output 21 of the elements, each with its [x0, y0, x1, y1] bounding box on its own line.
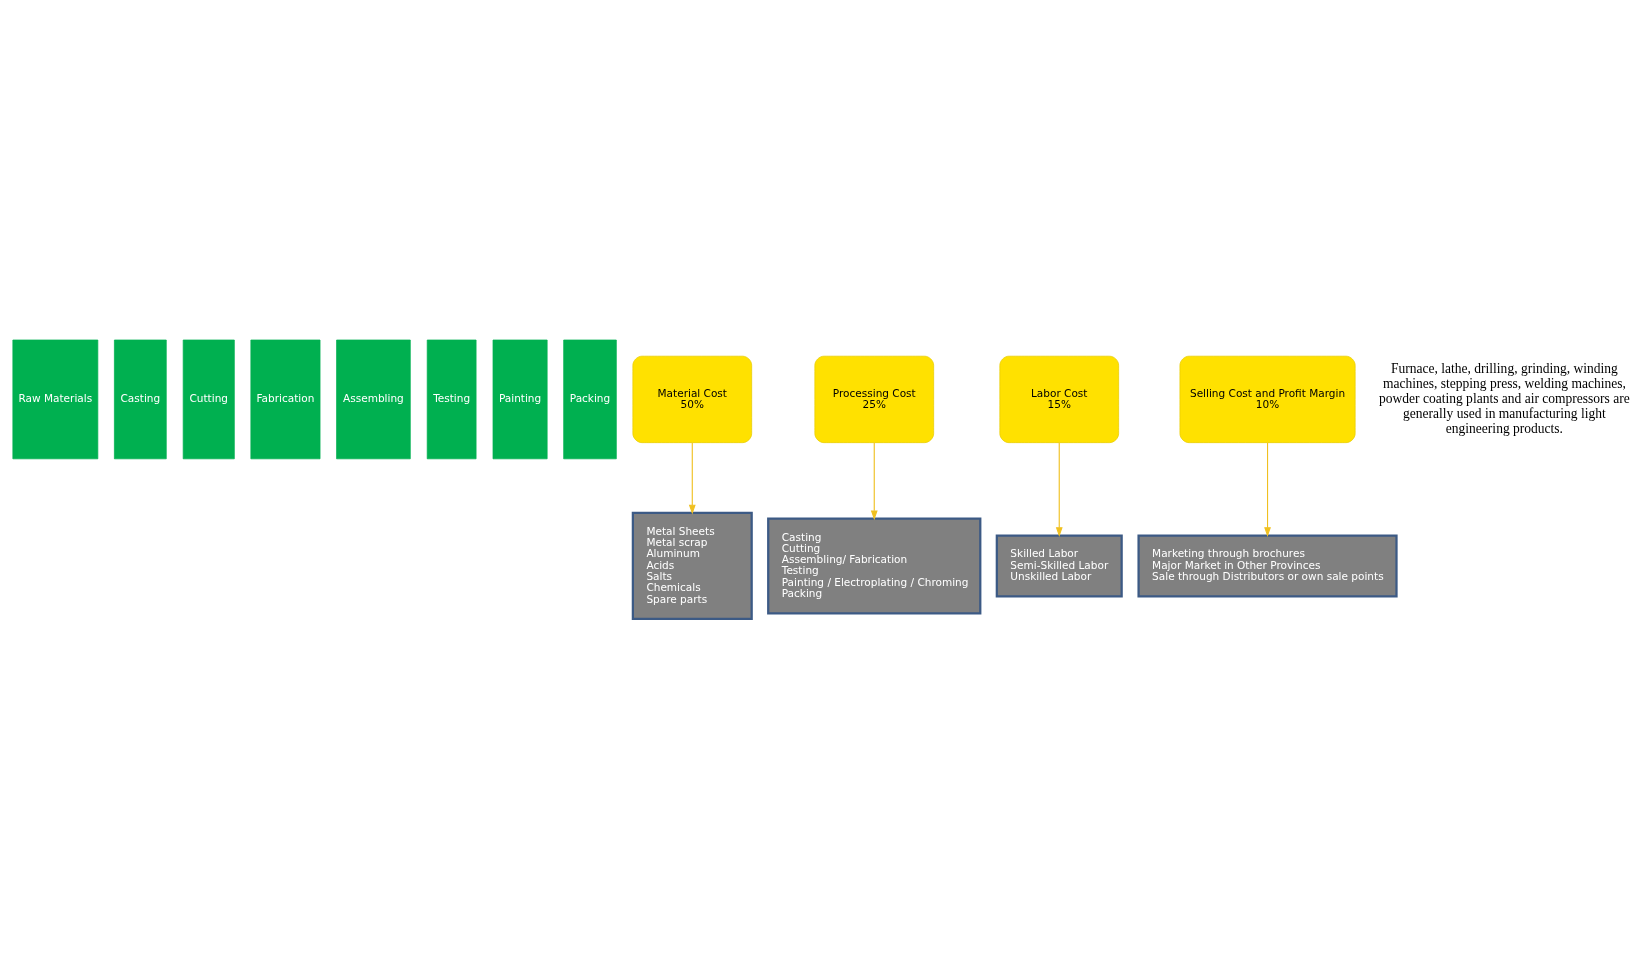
- node-box: Casting Cutting Assembling/ Fabrication Testing Painting / Electroplating / Chroming Packing: [767, 516, 982, 614]
- node-box: Marketing through brochures Major Market in Other Provinces Sale through Distributors or own sale points: [1137, 533, 1398, 598]
- node-box: Assembling: [336, 339, 411, 459]
- node-box: Packing: [563, 339, 617, 459]
- node-box: Fabrication: [250, 339, 321, 459]
- arrow: [688, 441, 696, 515]
- arrow: [870, 441, 878, 520]
- node-box: Selling Cost and Profit Margin 10%: [1179, 355, 1356, 443]
- node-box: Material Cost 50%: [632, 355, 753, 443]
- arrow: [1055, 441, 1063, 537]
- label: Furnace, lathe, drilling, grinding, winding machines, stepping press, welding machines, powder coating plants and air compressors are generally used in manufacturing light engineering products.: [1379, 360, 1630, 436]
- node-box: Painting: [492, 339, 548, 459]
- node-box: Casting: [114, 339, 167, 459]
- node-box: Raw Materials: [12, 339, 99, 459]
- node-box: Cutting: [182, 339, 235, 459]
- node-box: Testing: [426, 339, 477, 459]
- node-box: Metal Sheets Metal scrap Aluminum Acids Salts Chemicals Spare parts: [631, 511, 753, 620]
- node-box: Labor Cost 15%: [999, 355, 1120, 443]
- node-box: Skilled Labor Semi-Skilled Labor Unskilled Labor: [995, 533, 1123, 598]
- arrow: [1264, 441, 1271, 537]
- node-box: Processing Cost 25%: [814, 355, 935, 443]
